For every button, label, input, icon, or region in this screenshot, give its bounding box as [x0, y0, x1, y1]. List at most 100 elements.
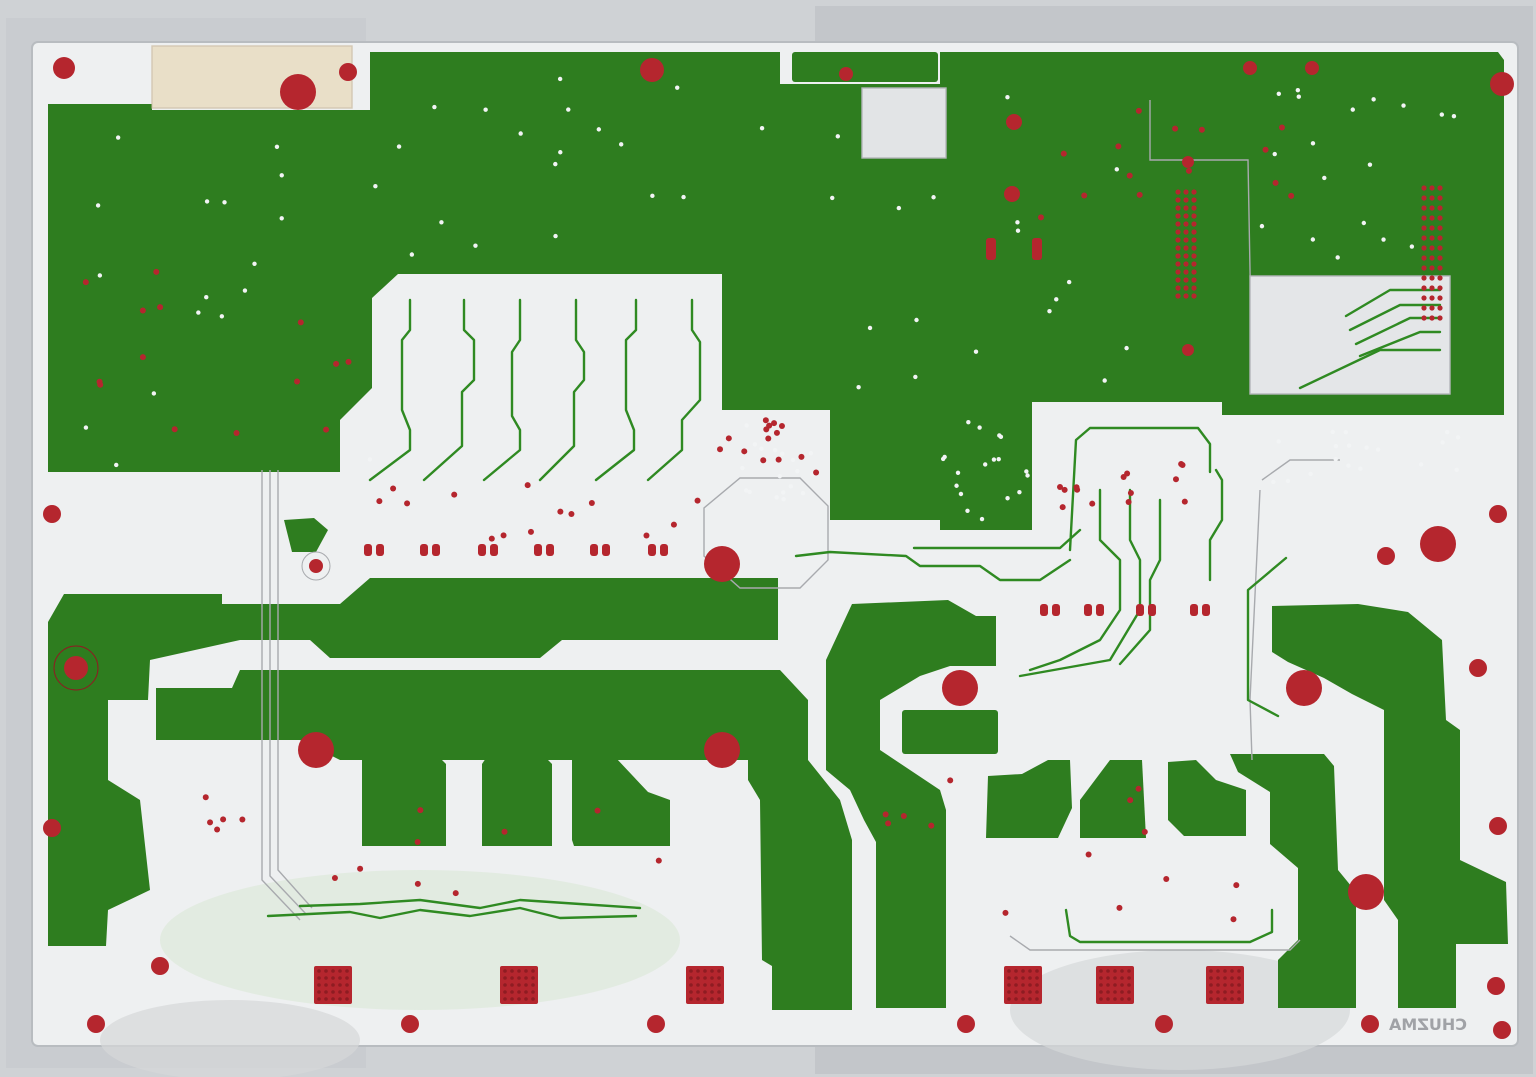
- thermal-via: [345, 969, 349, 973]
- thermal-via: [338, 983, 342, 987]
- header-pin: [1191, 205, 1197, 211]
- via-drill: [744, 423, 749, 428]
- via-drill: [780, 451, 785, 456]
- via-pad: [357, 865, 364, 872]
- header-pin: [1183, 221, 1189, 227]
- header-pin: [1191, 285, 1197, 291]
- pad-layer: [43, 57, 1514, 1039]
- header-pin: [1183, 245, 1189, 251]
- via-pad: [1163, 876, 1170, 883]
- signal-trace: [1246, 556, 1288, 718]
- via-drill: [896, 205, 902, 211]
- header-pin: [1437, 245, 1443, 251]
- edge-hole: [1469, 659, 1487, 677]
- via-drill: [1114, 167, 1120, 172]
- header-pin: [1191, 197, 1197, 203]
- thermal-via: [1113, 969, 1117, 973]
- copper-pour-left-c: [48, 578, 778, 946]
- smd-pad: [420, 544, 428, 556]
- header-pin: [1191, 229, 1197, 235]
- via-drill: [1371, 97, 1376, 102]
- header-pin: [1175, 261, 1181, 267]
- via-pad: [345, 358, 352, 365]
- signal-trace: [1358, 330, 1442, 358]
- via-pad: [297, 319, 304, 326]
- via-pad: [417, 807, 424, 814]
- thermal-via: [345, 997, 349, 1001]
- thermal-via: [345, 976, 349, 980]
- scan-smudge: [1010, 950, 1350, 1070]
- thermal-via: [324, 983, 328, 987]
- thermal-via: [710, 997, 714, 1001]
- header-pin: [1191, 293, 1197, 299]
- via-pad: [1233, 882, 1240, 889]
- via-pad: [323, 426, 330, 433]
- header-pin: [1183, 189, 1189, 195]
- thermal-via: [1209, 976, 1213, 980]
- thermal-via: [338, 990, 342, 994]
- thermal-via: [1035, 990, 1039, 994]
- thermal-via: [1237, 990, 1241, 994]
- thermal-via: [1113, 990, 1117, 994]
- header-pin: [1421, 305, 1427, 311]
- smd-pad: [602, 544, 610, 556]
- thermal-via: [1127, 983, 1131, 987]
- header-pin: [1191, 221, 1197, 227]
- header-pin: [1421, 235, 1427, 241]
- via-drill: [913, 374, 918, 380]
- via-pad: [568, 511, 575, 518]
- via-drill: [977, 425, 982, 430]
- via-pad: [741, 448, 748, 455]
- thermal-via: [689, 969, 693, 973]
- via-drill: [781, 496, 786, 502]
- header-pin: [1429, 315, 1435, 321]
- edge-hole: [401, 1015, 419, 1033]
- signal-trace: [368, 298, 412, 482]
- via-drill: [830, 195, 835, 201]
- thermal-via: [1237, 976, 1241, 980]
- signal-trace-layer: [266, 288, 1442, 944]
- via-drill: [252, 261, 257, 266]
- thermal-via: [524, 997, 528, 1001]
- thermal-via: [1021, 990, 1025, 994]
- via-drill: [1259, 223, 1265, 229]
- via-pad: [762, 417, 769, 424]
- thermal-via: [317, 990, 321, 994]
- smd-pad: [432, 544, 440, 556]
- thermal-via: [1216, 983, 1220, 987]
- via-drill: [1333, 444, 1339, 449]
- header-pin: [1437, 275, 1443, 281]
- via-pad: [765, 435, 772, 442]
- via-pad: [778, 422, 785, 429]
- via-pad: [1278, 124, 1285, 131]
- thermal-via: [710, 983, 714, 987]
- thermal-via: [317, 969, 321, 973]
- via-drill: [931, 195, 936, 200]
- thermal-via: [703, 990, 707, 994]
- via-pad: [1135, 107, 1142, 114]
- via-pad: [1002, 909, 1009, 916]
- via-drill: [747, 489, 752, 495]
- via-drill: [1361, 220, 1367, 226]
- edge-hole: [1489, 505, 1507, 523]
- copper-pour-right-inner: [1230, 754, 1356, 1008]
- via-drill: [409, 252, 415, 257]
- via-drill: [835, 134, 841, 139]
- via-drill: [743, 488, 749, 493]
- header-pin: [1183, 293, 1189, 299]
- thermal-via: [1035, 997, 1039, 1001]
- header-pin: [1437, 235, 1443, 241]
- via-pad: [153, 268, 160, 275]
- thermal-via: [317, 997, 321, 1001]
- thermal-via: [1230, 976, 1234, 980]
- copper-pour-top-tab: [792, 52, 938, 82]
- via-pad: [813, 469, 820, 476]
- thermal-via: [1028, 969, 1032, 973]
- annular-ring: [301, 551, 331, 581]
- header-pin: [1429, 215, 1435, 221]
- header-pin: [1437, 205, 1443, 211]
- via-drill: [780, 490, 786, 495]
- via-pad: [1172, 476, 1179, 483]
- mounting-hole-pad: [640, 58, 664, 82]
